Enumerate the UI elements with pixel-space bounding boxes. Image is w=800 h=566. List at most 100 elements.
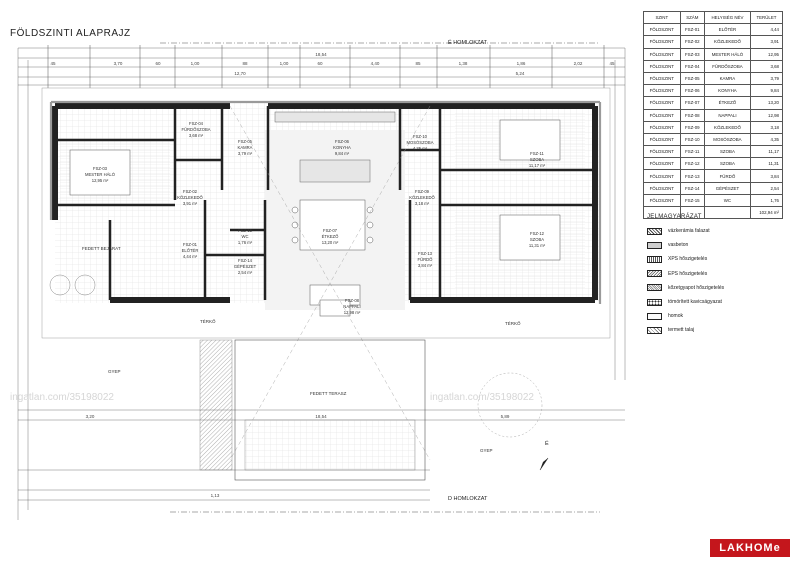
cell-szam: FSZ-13 (679, 169, 706, 183)
dim-seq-0: 45 (50, 61, 56, 66)
legend-item: homok (647, 309, 787, 323)
cell-szam: FSZ-09 (679, 120, 706, 134)
legend-swatch-wool (647, 284, 662, 292)
room-fsz-14-area: 2,54 m² (238, 270, 253, 275)
section-lines (229, 105, 431, 461)
watermark-2: ingatlan.com/35198022 (430, 392, 534, 403)
cell-terulet: 3,79 (749, 71, 784, 86)
beds (69, 119, 561, 261)
col-szam: SZÁM (679, 10, 706, 25)
cell-szint: FÖLDSZINT (643, 35, 681, 49)
north-facade-label: É HOMLOKZAT (448, 39, 488, 46)
room-fsz-02-code: FSZ-02 (183, 189, 198, 194)
cell-helyiseg: FÜRDŐSZOBA (704, 59, 751, 73)
cell-szam: FSZ-10 (679, 132, 706, 147)
tree-canopy (477, 372, 543, 438)
covered-terrace (199, 339, 426, 481)
watermark: ingatlan.com/35198022 (10, 392, 114, 403)
cell-helyiseg: KÖZLEKEDŐ (704, 120, 751, 134)
legend-label: tömörített kavicságyazat (668, 299, 722, 306)
brand-logo: LAKHOMe (710, 539, 790, 557)
cell-szint: FÖLDSZINT (643, 23, 681, 37)
room-fsz-05-code: FSZ-05 (238, 139, 253, 144)
legend-title: JELMAGYARÁZAT (647, 214, 702, 220)
dim-top-sequence: 45 3,70 60 1,00 88 1,00 60 4,40 85 1,38 … (50, 61, 615, 66)
dim-seq-11: 2,02 (574, 61, 583, 66)
col-helyiseg: HELYISÉG NÉV (704, 10, 751, 25)
room-fsz-01-name: ELŐTÉR (182, 248, 199, 253)
room-fsz-08-area: 12,98 m² (344, 310, 361, 315)
rooms-table-header: SZINT SZÁM HELYISÉG NÉV TERÜLET (643, 10, 784, 25)
room-fsz-06-area: 9,84 m² (335, 151, 350, 156)
room-fsz-14-name: GÉPÉSZET (234, 264, 257, 269)
cell-szam: FSZ-08 (679, 108, 706, 122)
cell-terulet: 12,98 (749, 108, 784, 122)
room-fsz-13-name: FÜRDŐ (418, 257, 434, 262)
cell-terulet: 3,84 (749, 169, 784, 183)
dim-seq-9: 1,38 (459, 61, 468, 66)
legend-item: tömörített kavicságyazat (647, 295, 787, 309)
room-fsz-11-name: SZOBA (530, 157, 544, 162)
legend-swatch-sand (647, 312, 662, 320)
exterior-insulation (49, 100, 602, 304)
dimension-ticks (47, 45, 605, 88)
room-fsz-04-code: FSZ-04 (189, 121, 204, 126)
dim-seq-2: 60 (155, 61, 161, 66)
cell-helyiseg: NAPPALI (704, 108, 751, 122)
cell-szint: FÖLDSZINT (643, 132, 681, 147)
room-fsz-11-area: 11,17 m² (529, 163, 546, 168)
cell-szam: FSZ-03 (679, 47, 706, 61)
page-title: FÖLDSZINTI ALAPRAJZ (10, 28, 131, 39)
room-fsz-08-code: FSZ-08 (345, 298, 360, 303)
legend-label: vázkerámia falazat (668, 228, 710, 235)
rooms-table-total: 102,94 m² (643, 205, 784, 220)
cell-helyiseg: KAMRA (704, 71, 751, 86)
cell-terulet: 9,84 (749, 84, 784, 98)
room-fsz-13-code: FSZ-13 (418, 251, 433, 256)
north-arrow-label: É (545, 440, 549, 447)
room-fsz-02-name: KÖZLEKEDŐ (177, 195, 203, 200)
cell-szint: FÖLDSZINT (643, 84, 681, 98)
cell-szint: FÖLDSZINT (643, 108, 681, 122)
cell-terulet: 11,31 (749, 157, 784, 171)
cell-szint: FÖLDSZINT (643, 157, 681, 171)
cell-szam: FSZ-15 (679, 193, 706, 208)
cell-szam: FSZ-01 (679, 23, 706, 37)
entrance-plants (49, 274, 96, 296)
cell-helyiseg: KÖZLEKEDŐ (704, 35, 751, 49)
room-fsz-10-name: MOSÓSZOBA (407, 140, 434, 145)
legend-swatch-eps (647, 270, 662, 278)
cell-terulet: 11,17 (749, 145, 784, 159)
room-fsz-07-code: FSZ-07 (323, 228, 338, 233)
room-fsz-10-area: 4,35 m² (413, 146, 428, 151)
room-fsz-15-name: WC (242, 234, 249, 239)
room-fsz-08-name: NAPPALI (343, 304, 360, 309)
north-arrow-icon: É (539, 440, 549, 471)
cell-helyiseg: KONYHA (704, 84, 751, 98)
cell-szam: FSZ-02 (679, 35, 706, 49)
dim-top-sub: 12,70 (234, 71, 246, 76)
cell-szam: FSZ-04 (679, 59, 706, 73)
cell-szint: FÖLDSZINT (643, 47, 681, 61)
interior-walls (55, 106, 595, 300)
room-fsz-06-name: KONYHA (333, 145, 351, 150)
covered-entrance-label: FEDETT BEJÁRAT (82, 245, 121, 251)
cell-helyiseg: FÜRDŐ (704, 169, 751, 183)
cell-helyiseg: WC (704, 193, 751, 208)
cell-szint: FÖLDSZINT (643, 59, 681, 73)
room-fsz-05-area: 3,79 m² (238, 151, 253, 156)
dim-seq-12: 45 (609, 61, 615, 66)
cell-szint: FÖLDSZINT (643, 96, 681, 110)
room-fsz-07-name: ÉTKEZŐ (322, 234, 339, 239)
